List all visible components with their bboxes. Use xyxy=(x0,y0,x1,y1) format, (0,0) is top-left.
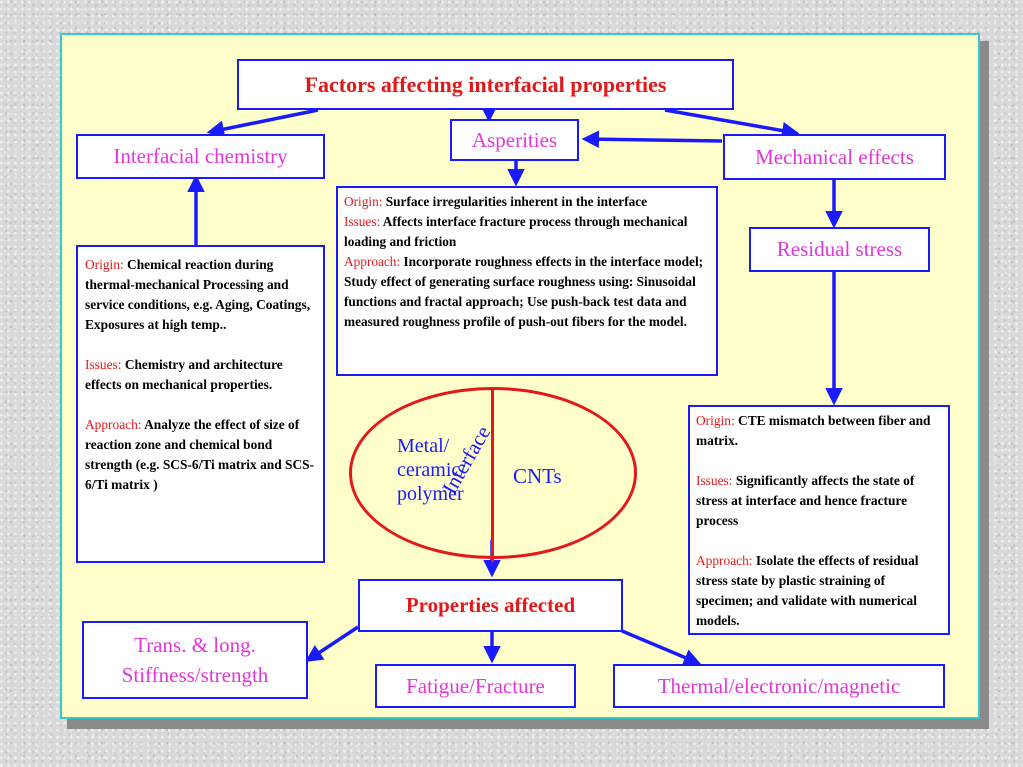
page-title: Factors affecting interfacial properties xyxy=(304,71,667,97)
chemistry-origin-text: Chemical reaction during thermal-mechani… xyxy=(85,257,311,332)
properties-affected-box: Properties affected xyxy=(358,579,623,632)
asperities-details: Origin: Surface irregularities inherent … xyxy=(336,186,718,376)
interfacial-chemistry-details: Origin: Chemical reaction during thermal… xyxy=(76,245,325,563)
properties-affected-heading: Properties affected xyxy=(405,593,576,617)
asperities-issues-label: Issues: xyxy=(344,214,381,229)
matrix-line-2: ceramic/ xyxy=(397,459,466,481)
mechanical-effects-box: Mechanical effects xyxy=(723,134,946,180)
thermal-electronic-box: Thermal/electronic/magnetic xyxy=(613,664,945,708)
asperities-origin-label: Origin: xyxy=(344,194,383,209)
interfacial-chemistry-box: Interfacial chemistry xyxy=(76,134,325,179)
chemistry-issues-label: Issues: xyxy=(85,357,122,372)
asperities-box: Asperities xyxy=(450,119,579,161)
chemistry-approach-label: Approach: xyxy=(85,417,142,432)
matrix-materials-label: Metal/ ceramic/ polymer xyxy=(397,434,466,506)
interface-divider-line xyxy=(491,389,494,562)
residual-origin-text: CTE mismatch between fiber and matrix. xyxy=(696,413,931,448)
chemistry-issues-text: Chemistry and architecture effects on me… xyxy=(85,357,283,392)
residual-stress-box: Residual stress xyxy=(749,227,930,272)
chemistry-origin-label: Origin: xyxy=(85,257,124,272)
asperities-origin-text: Surface irregularities inherent in the i… xyxy=(385,194,648,209)
asperities-approach-label: Approach: xyxy=(344,254,401,269)
stiffness-line-1: Trans. & long. xyxy=(134,633,256,657)
asperities-heading: Asperities xyxy=(471,127,558,152)
chemistry-approach-text: Analyze the effect of size of reaction z… xyxy=(85,417,315,492)
stiffness-box: Trans. & long. Stiffness/strength xyxy=(82,621,308,699)
residual-stress-details: Origin: CTE mismatch between fiber and m… xyxy=(688,405,950,635)
residual-stress-heading: Residual stress xyxy=(776,237,903,261)
asperities-approach-text: Incorporate roughness effects in the int… xyxy=(344,254,704,329)
matrix-line-3: polymer xyxy=(397,483,464,505)
title-box: Factors affecting interfacial properties xyxy=(237,59,734,110)
fatigue-fracture-box: Fatigue/Fracture xyxy=(375,664,576,708)
asperities-issues-text: Affects interface fracture process throu… xyxy=(344,214,688,249)
interfacial-chemistry-heading: Interfacial chemistry xyxy=(113,144,288,168)
stiffness-line-2: Stiffness/strength xyxy=(121,663,269,687)
thermal-electronic-label: Thermal/electronic/magnetic xyxy=(657,673,901,698)
mechanical-effects-heading: Mechanical effects xyxy=(755,144,914,169)
residual-approach-label: Approach: xyxy=(696,553,753,568)
residual-approach-text: Isolate the effects of residual stress s… xyxy=(696,553,919,628)
residual-origin-label: Origin: xyxy=(696,413,735,428)
cnts-label: CNTs xyxy=(513,464,562,488)
residual-issues-label: Issues: xyxy=(696,473,733,488)
matrix-line-1: Metal/ xyxy=(397,435,450,457)
residual-issues-text: Significantly affects the state of stres… xyxy=(696,473,915,528)
fatigue-fracture-label: Fatigue/Fracture xyxy=(406,673,545,698)
